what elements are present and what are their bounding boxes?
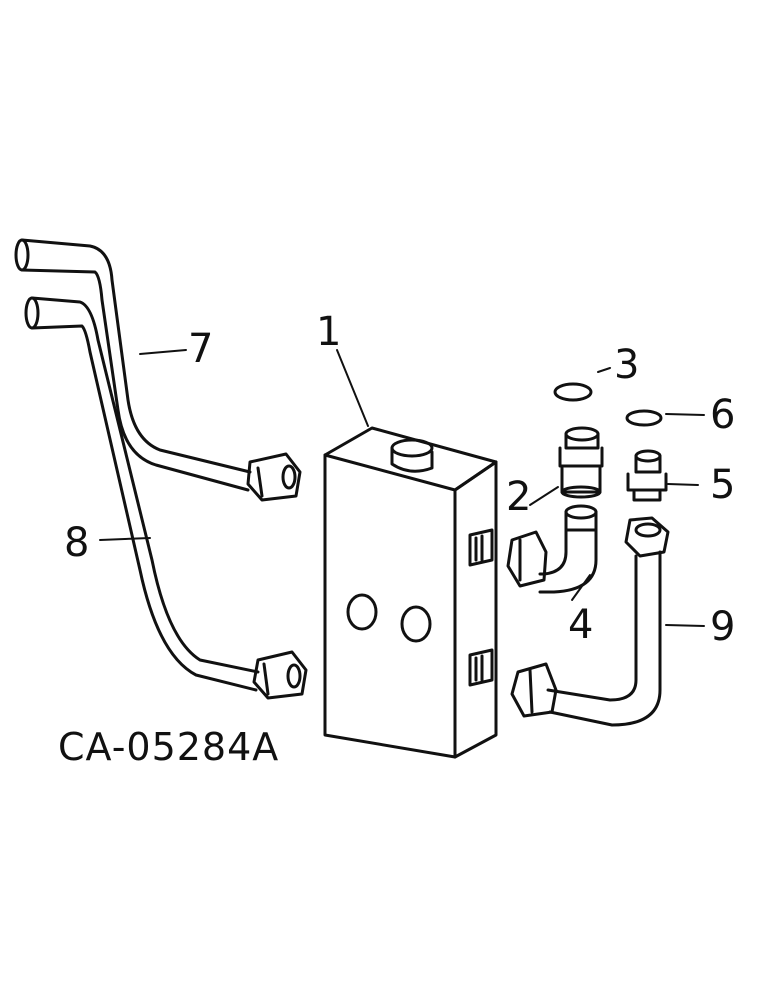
valve-block-1 bbox=[323, 426, 498, 759]
callout-4: 4 bbox=[568, 602, 593, 648]
callout-9: 9 bbox=[710, 604, 735, 650]
o-ring-6 bbox=[625, 409, 663, 427]
leader-lines bbox=[99, 349, 705, 627]
callout-6: 6 bbox=[710, 392, 735, 438]
callout-7: 7 bbox=[188, 326, 213, 372]
callout-5: 5 bbox=[710, 462, 735, 508]
adapter-2 bbox=[558, 426, 604, 499]
callout-3: 3 bbox=[614, 342, 639, 388]
callout-2: 2 bbox=[506, 474, 531, 520]
tube-8 bbox=[24, 296, 308, 700]
o-ring-3 bbox=[553, 382, 593, 402]
callout-8: 8 bbox=[64, 520, 89, 566]
tube-7 bbox=[14, 238, 302, 502]
tube-9 bbox=[510, 516, 670, 727]
callout-1: 1 bbox=[316, 309, 341, 355]
drawing-code: CA-05284A bbox=[58, 725, 279, 769]
adapter-5 bbox=[626, 449, 668, 502]
